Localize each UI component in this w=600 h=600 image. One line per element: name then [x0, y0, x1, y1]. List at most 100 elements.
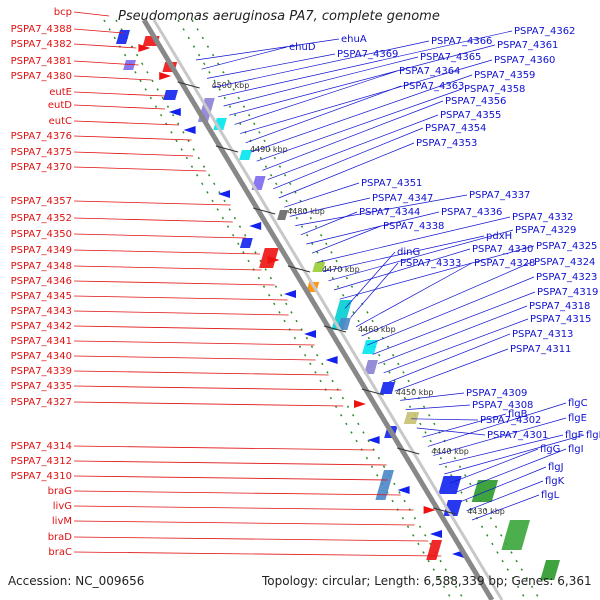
left-label-22: PSPA7_4339 [11, 366, 72, 377]
left-leader-26 [73, 460, 387, 466]
right-leader-37 [400, 392, 465, 401]
right-leader-22 [317, 216, 511, 263]
left-leader-6 [73, 104, 166, 110]
right-leader-30 [361, 261, 533, 337]
right-label-35: PSPA7_4313 [512, 329, 573, 340]
right-label-38: PSPA7_4308 [472, 400, 533, 411]
right-leader-44 [438, 434, 564, 466]
left-leader-18 [73, 310, 289, 316]
left-label-14: PSPA7_4349 [11, 245, 72, 256]
scale-label-1: 4490 kbp [250, 145, 288, 154]
right-label-28: PSPA7_4333 [400, 258, 461, 269]
right-label-18: PSPA7_4337 [469, 190, 530, 201]
left-label-31: braD [48, 532, 73, 543]
right-label-8: PSPA7_4360 [494, 55, 555, 66]
right-leader-13 [267, 114, 439, 180]
right-label-7: PSPA7_4364 [399, 66, 460, 77]
scale-label-6: 4440 kbp [431, 447, 469, 456]
left-leader-2 [73, 43, 137, 49]
gene-feature-17 [363, 360, 378, 374]
left-label-9: PSPA7_4375 [11, 147, 72, 158]
gene-arrow-0 [138, 44, 151, 52]
right-label-22: PSPA7_4332 [512, 212, 573, 223]
left-label-11: PSPA7_4357 [11, 196, 72, 207]
right-leader-20 [306, 211, 440, 245]
guide-track-0 [103, 19, 453, 600]
right-label-43: flgE [568, 413, 587, 424]
left-leader-1 [73, 28, 124, 34]
gene-feature-25 [501, 520, 531, 550]
right-label-47: flgI [568, 444, 584, 455]
left-label-6: eutD [48, 100, 72, 111]
left-label-20: PSPA7_4341 [11, 336, 72, 347]
right-label-32: PSPA7_4319 [537, 287, 598, 298]
left-leader-24 [73, 401, 344, 407]
gene-feature-0 [115, 30, 130, 44]
right-label-42: flgC [568, 398, 588, 409]
left-label-7: eutC [49, 116, 72, 127]
right-leader-50 [471, 494, 540, 521]
right-label-36: PSPA7_4311 [510, 344, 571, 355]
left-leader-16 [73, 280, 275, 286]
right-leader-42 [427, 402, 567, 447]
right-leader-29 [355, 262, 473, 328]
right-label-44: flgF [565, 430, 584, 441]
right-label-10: PSPA7_4359 [474, 70, 535, 81]
right-leader-7 [234, 70, 398, 125]
scale-label-3: 4470 kbp [322, 265, 360, 274]
right-label-9: PSPA7_4363 [403, 81, 464, 92]
right-label-29: PSPA7_4328 [474, 258, 535, 269]
gene-arrow-11 [367, 436, 380, 444]
right-leader-26 [339, 245, 535, 300]
right-label-34: PSPA7_4315 [530, 314, 591, 325]
left-label-15: PSPA7_4348 [11, 261, 72, 272]
scale-tick-1 [215, 145, 239, 153]
gene-feature-23 [471, 480, 499, 502]
right-label-15: PSPA7_4353 [416, 138, 477, 149]
right-leader-18 [295, 194, 468, 226]
scale-tick-6 [397, 447, 420, 455]
gene-feature-27 [540, 560, 560, 580]
right-leader-16 [284, 182, 360, 208]
right-leader-38 [405, 404, 471, 410]
right-label-1: ehuD [289, 42, 316, 53]
gene-arrow-7 [284, 290, 296, 298]
left-label-0: bcp [54, 7, 72, 18]
left-leader-14 [73, 249, 261, 255]
right-leader-46 [449, 448, 539, 484]
left-leader-4 [73, 75, 152, 81]
scale-label-5: 4450 kbp [396, 388, 434, 397]
left-label-26: PSPA7_4312 [11, 456, 72, 467]
gene-feature-26 [426, 540, 442, 560]
left-label-29: livG [53, 501, 72, 512]
right-leader-10 [251, 74, 473, 153]
left-leader-23 [73, 385, 342, 391]
right-label-30: PSPA7_4324 [534, 257, 595, 268]
left-leader-8 [73, 135, 192, 141]
right-leader-21 [311, 225, 382, 254]
right-leader-8 [240, 59, 493, 134]
left-leader-15 [73, 265, 262, 271]
left-leader-0 [73, 11, 110, 17]
right-label-19: PSPA7_4344 [359, 207, 420, 218]
left-label-4: PSPA7_4380 [11, 71, 72, 82]
scale-tick-7 [433, 507, 456, 515]
right-label-45: flgH [586, 430, 600, 441]
right-leader-27 [344, 251, 396, 309]
right-leader-23 [322, 235, 485, 272]
left-label-21: PSPA7_4340 [11, 351, 72, 362]
right-label-37: PSPA7_4309 [466, 388, 527, 399]
left-leader-25 [73, 445, 374, 451]
left-leader-10 [73, 166, 207, 172]
gene-arrow-3 [183, 126, 196, 134]
left-label-12: PSPA7_4352 [11, 213, 72, 224]
left-label-28: braG [48, 486, 72, 497]
right-label-4: PSPA7_4362 [514, 26, 575, 37]
left-leader-31 [73, 536, 429, 542]
gene-arrow-8 [304, 330, 316, 338]
left-label-10: PSPA7_4370 [11, 162, 72, 173]
left-leader-3 [73, 60, 139, 66]
left-leader-21 [73, 355, 316, 361]
right-leader-3 [212, 40, 430, 88]
